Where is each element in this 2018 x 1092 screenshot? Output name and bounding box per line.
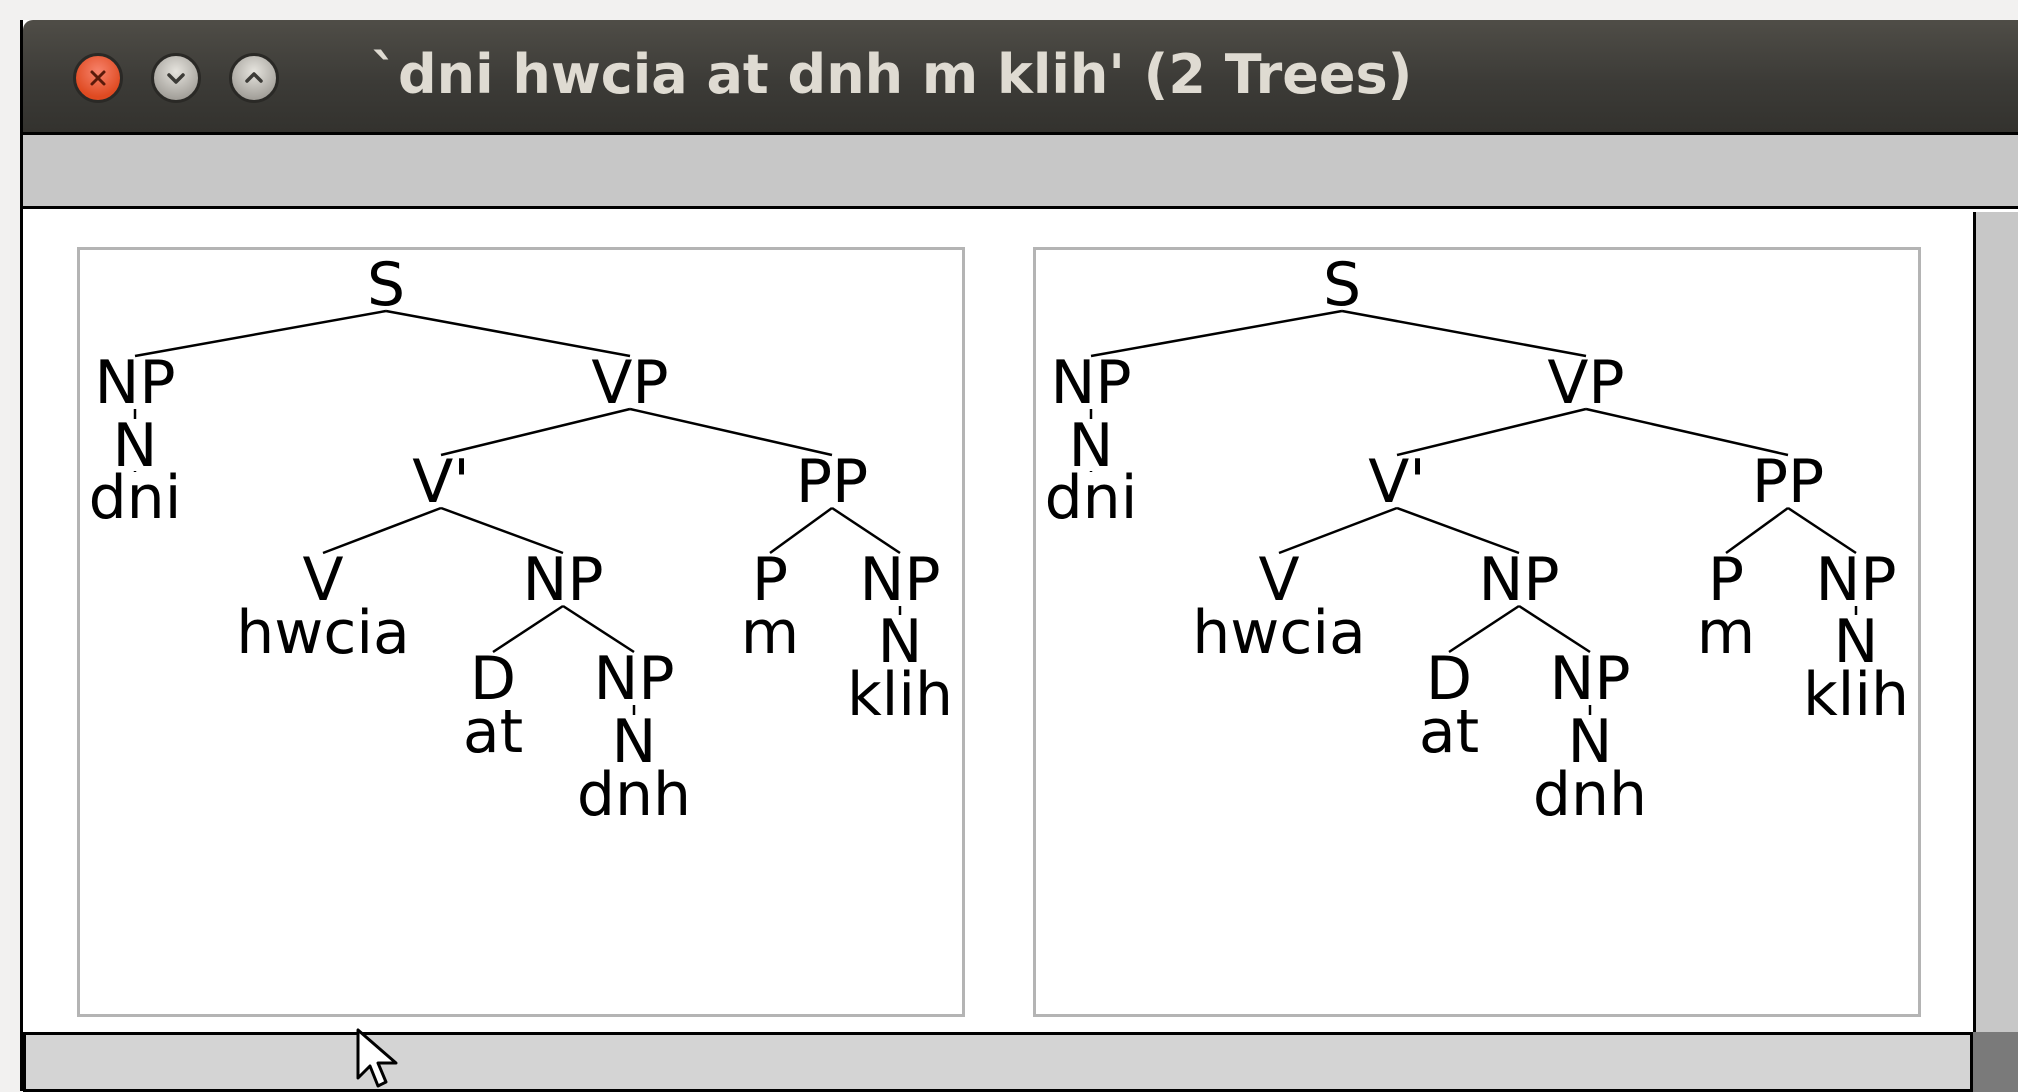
tree-node-n[interactable]: N bbox=[1568, 707, 1613, 777]
tree-node-n[interactable]: N bbox=[113, 411, 158, 481]
tree-branch-line bbox=[1341, 309, 1587, 358]
horizontal-scrollbar[interactable] bbox=[23, 1032, 1973, 1092]
tree-node-p[interactable]: P bbox=[752, 545, 788, 615]
tree-node-np[interactable]: NP bbox=[522, 545, 603, 615]
tree-node-s[interactable]: S bbox=[367, 250, 405, 320]
tree-node-np[interactable]: NP bbox=[94, 348, 175, 418]
tree-leaf-word[interactable]: m bbox=[1697, 598, 1755, 668]
tree-branch-line bbox=[1585, 407, 1789, 457]
title-bar[interactable]: `dni hwcia at dnh m klih' (2 Trees) bbox=[23, 20, 2018, 132]
tree-node-np[interactable]: NP bbox=[1050, 348, 1131, 418]
tree-node-np[interactable]: NP bbox=[1549, 644, 1630, 714]
window-title: `dni hwcia at dnh m klih' (2 Trees) bbox=[371, 43, 1413, 106]
tree-branch-line bbox=[1278, 506, 1398, 555]
tree-node-pp[interactable]: PP bbox=[796, 447, 868, 517]
tree-leaf-word[interactable]: dnh bbox=[1533, 760, 1647, 830]
tree-branch-line bbox=[1396, 506, 1520, 555]
tree-node-np[interactable]: NP bbox=[1815, 545, 1896, 615]
tree-leaf-word[interactable]: hwcia bbox=[1192, 598, 1366, 668]
tree-node-v[interactable]: V bbox=[1258, 545, 1299, 615]
tree-node-d[interactable]: D bbox=[1426, 644, 1472, 714]
tree-node-np[interactable]: NP bbox=[593, 644, 674, 714]
tree-leaf-word[interactable]: m bbox=[741, 598, 799, 668]
mouse-cursor-icon bbox=[356, 1028, 398, 1088]
close-button[interactable] bbox=[73, 53, 123, 103]
tree-node-v[interactable]: V bbox=[302, 545, 343, 615]
tree-node-np[interactable]: NP bbox=[859, 545, 940, 615]
maximize-button[interactable] bbox=[229, 53, 279, 103]
tree-node-n[interactable]: N bbox=[1834, 607, 1879, 677]
tree-branch-line bbox=[1396, 407, 1587, 457]
minimize-icon bbox=[167, 73, 185, 84]
tree-branch-line bbox=[134, 309, 387, 358]
tree-branch-line bbox=[769, 506, 833, 555]
close-icon bbox=[90, 70, 106, 86]
tree-leaf-word[interactable]: at bbox=[1419, 697, 1479, 767]
tree-leaf-word[interactable]: dni bbox=[89, 463, 182, 533]
tree-node-np[interactable]: NP bbox=[1478, 545, 1559, 615]
tree-branch-line bbox=[1787, 506, 1857, 555]
tree-leaf-word[interactable]: klih bbox=[1803, 660, 1909, 730]
tree-node-pp[interactable]: PP bbox=[1752, 447, 1824, 517]
tree-node-n[interactable]: N bbox=[878, 607, 923, 677]
tree-node-d[interactable]: D bbox=[470, 644, 516, 714]
tree-node-vp[interactable]: VP bbox=[1547, 348, 1624, 418]
tree-branch-line bbox=[1448, 604, 1520, 654]
tree-leaf-word[interactable]: dni bbox=[1045, 463, 1138, 533]
tree-branch-line bbox=[629, 407, 833, 457]
menu-bar bbox=[23, 132, 2018, 209]
tree-branch-line bbox=[492, 604, 564, 654]
tree-branch-line bbox=[1725, 506, 1789, 555]
tree-branch-line bbox=[440, 506, 564, 555]
tree-node-s[interactable]: S bbox=[1323, 250, 1361, 320]
tree-node-n[interactable]: N bbox=[1069, 411, 1114, 481]
tree-node-n[interactable]: N bbox=[612, 707, 657, 777]
tree-node-vp[interactable]: VP bbox=[591, 348, 668, 418]
tree-leaf-word[interactable]: hwcia bbox=[236, 598, 410, 668]
tree-node-v-bar[interactable]: V' bbox=[1368, 447, 1426, 517]
tree-branch-line bbox=[322, 506, 442, 555]
tree-branch-line bbox=[1518, 604, 1591, 654]
tree-leaf-word[interactable]: dnh bbox=[577, 760, 691, 830]
vertical-scrollbar[interactable] bbox=[1973, 212, 2018, 1032]
tree-branch-line bbox=[385, 309, 631, 358]
maximize-icon bbox=[245, 72, 263, 83]
tree-node-p[interactable]: P bbox=[1708, 545, 1744, 615]
tree-branch-line bbox=[440, 407, 631, 457]
minimize-button[interactable] bbox=[151, 53, 201, 103]
tree-node-v-bar[interactable]: V' bbox=[412, 447, 470, 517]
tree-branch-line bbox=[831, 506, 901, 555]
tree-branch-line bbox=[562, 604, 635, 654]
tree-leaf-word[interactable]: klih bbox=[847, 660, 953, 730]
tree-leaf-word[interactable]: at bbox=[463, 697, 523, 767]
scrollbar-corner bbox=[1973, 1032, 2018, 1092]
tree-branch-line bbox=[1090, 309, 1343, 358]
